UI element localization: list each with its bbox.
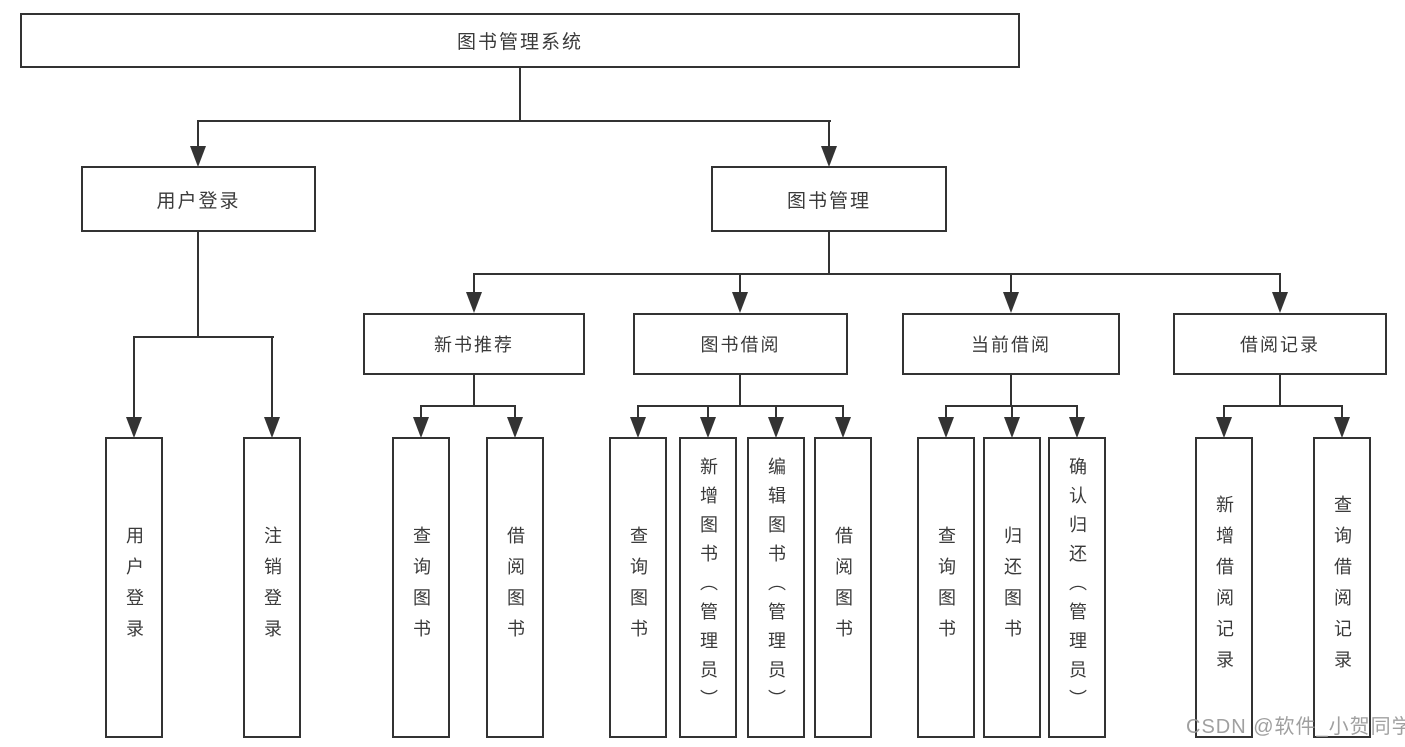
connector-line [197, 230, 199, 338]
leaf-user-login: 用户登录 [105, 437, 163, 738]
arrow-down-icon [466, 292, 482, 313]
leaf-query-books-recommend: 查询图书 [392, 437, 450, 738]
arrow-down-icon [768, 417, 784, 438]
leaf-add-books-admin: 新增图书（管理员） [679, 437, 737, 738]
connector-line [1076, 405, 1078, 419]
connector-line [945, 405, 947, 419]
connector-line [420, 405, 516, 407]
connector-line [1010, 273, 1012, 295]
leaf-query-books-current: 查询图书 [917, 437, 975, 738]
connector-line [637, 405, 844, 407]
connector-line [1279, 373, 1281, 407]
node-book-management: 图书管理 [711, 166, 947, 232]
arrow-down-icon [1004, 417, 1020, 438]
connector-line [133, 336, 274, 338]
arrow-down-icon [1003, 292, 1019, 313]
arrow-down-icon [126, 417, 142, 438]
arrow-down-icon [938, 417, 954, 438]
connector-line [775, 405, 777, 419]
node-borrowing-records: 借阅记录 [1173, 313, 1387, 375]
leaf-confirm-return-admin: 确认归还（管理员） [1048, 437, 1106, 738]
connector-line [828, 120, 830, 148]
connector-line [519, 66, 521, 122]
connector-line [514, 405, 516, 419]
leaf-add-borrow-record: 新增借阅记录 [1195, 437, 1253, 738]
connector-line [473, 273, 475, 295]
leaf-query-books-borrowing: 查询图书 [609, 437, 667, 738]
node-library-management-system: 图书管理系统 [20, 13, 1020, 68]
arrow-down-icon [1069, 417, 1085, 438]
connector-line [828, 230, 830, 275]
arrow-down-icon [732, 292, 748, 313]
arrow-down-icon [507, 417, 523, 438]
connector-line [473, 273, 1281, 275]
watermark-text: CSDN @软件_小贺同学 [1186, 716, 1405, 738]
connector-line [473, 373, 475, 407]
connector-line [739, 373, 741, 407]
leaf-borrow-books-borrowing: 借阅图书 [814, 437, 872, 738]
arrow-down-icon [1216, 417, 1232, 438]
connector-line [1223, 405, 1343, 407]
connector-line [1223, 405, 1225, 419]
connector-line [197, 120, 831, 122]
connector-line [739, 273, 741, 295]
arrow-down-icon [1334, 417, 1350, 438]
arrow-down-icon [264, 417, 280, 438]
connector-line [271, 336, 273, 419]
leaf-edit-books-admin: 编辑图书（管理员） [747, 437, 805, 738]
connector-line [133, 336, 135, 419]
node-current-borrowing: 当前借阅 [902, 313, 1120, 375]
arrow-down-icon [413, 417, 429, 438]
node-new-book-recommendation: 新书推荐 [363, 313, 585, 375]
connector-line [1010, 373, 1012, 407]
node-user-login: 用户登录 [81, 166, 316, 232]
connector-line [197, 120, 199, 148]
connector-line [637, 405, 639, 419]
arrow-down-icon [821, 146, 837, 167]
connector-line [842, 405, 844, 419]
connector-line [1011, 405, 1013, 419]
arrow-down-icon [190, 146, 206, 167]
leaf-return-books: 归还图书 [983, 437, 1041, 738]
connector-line [420, 405, 422, 419]
leaf-query-borrow-record: 查询借阅记录 [1313, 437, 1371, 738]
leaf-borrow-books-recommend: 借阅图书 [486, 437, 544, 738]
arrow-down-icon [1272, 292, 1288, 313]
arrow-down-icon [630, 417, 646, 438]
connector-line [1341, 405, 1343, 419]
leaf-logout: 注销登录 [243, 437, 301, 738]
connector-line [707, 405, 709, 419]
arrow-down-icon [835, 417, 851, 438]
connector-line [1279, 273, 1281, 295]
node-book-borrowing: 图书借阅 [633, 313, 848, 375]
arrow-down-icon [700, 417, 716, 438]
